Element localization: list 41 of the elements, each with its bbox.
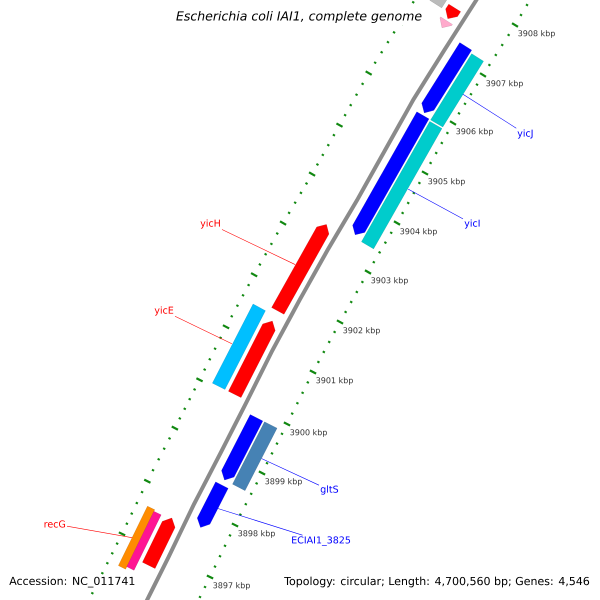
- gene-label: yicJ: [517, 129, 533, 139]
- scale-label: 3907 kbp: [486, 80, 523, 88]
- scale-label: 3899 kbp: [265, 478, 302, 486]
- leader-line: [462, 94, 517, 128]
- gene-feature: [446, 4, 461, 19]
- scale-label: 3908 kbp: [518, 30, 555, 38]
- gene-feature: [440, 16, 453, 28]
- leader-line: [218, 508, 303, 536]
- scale-label: 3906 kbp: [456, 128, 493, 136]
- gene-feature: [142, 518, 176, 569]
- gene-feature: [422, 42, 472, 113]
- gene-label: recG: [44, 520, 66, 528]
- title: Escherichia coli IAI1, complete genome: [174, 8, 424, 26]
- scale-label: 3905 kbp: [428, 178, 465, 186]
- scale-label: 3902 kbp: [343, 327, 380, 335]
- leader-line: [408, 188, 464, 220]
- gene-label: gltS: [320, 485, 338, 495]
- gene-feature: [430, 54, 484, 128]
- leader-line: [174, 316, 232, 344]
- gene-label: yicE: [154, 306, 174, 316]
- scale-label: 3903 kbp: [371, 277, 408, 285]
- gene-feature: [118, 506, 155, 570]
- scale-label: 3897 kbp: [213, 582, 250, 590]
- leader-line: [66, 526, 132, 538]
- scale-label: 3904 kbp: [400, 228, 437, 236]
- gene-feature: [228, 320, 276, 398]
- leader-line: [222, 229, 296, 265]
- scale-label: 3901 kbp: [316, 377, 353, 385]
- gene-feature: [212, 304, 266, 390]
- gene-feature: [272, 224, 330, 314]
- gene-feature: [197, 482, 228, 528]
- gene-label: ECIAI1_3825: [292, 536, 350, 546]
- info-text: Accession: NC_011741: [7, 574, 138, 590]
- leader-line: [261, 458, 320, 486]
- gene-label: yicH: [200, 219, 220, 229]
- gene-label: yicI: [464, 219, 480, 229]
- gene-feature: [221, 414, 263, 480]
- scale-label: 3900 kbp: [290, 429, 327, 437]
- info-text: Topology: circular; Length: 4,700,560 bp; Genes: 4,546: [284, 576, 590, 588]
- scale-label: 3898 kbp: [238, 530, 275, 538]
- gene-feature: [126, 511, 162, 570]
